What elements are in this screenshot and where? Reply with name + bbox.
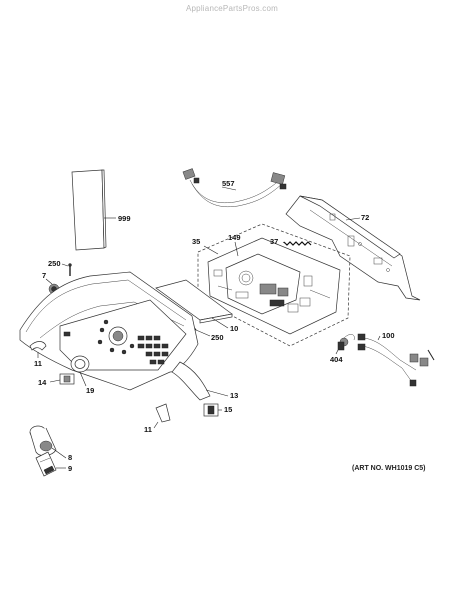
part-15-clip — [203, 403, 219, 417]
part-14-bracket — [59, 373, 75, 385]
part-999-manual — [71, 169, 116, 251]
callout-72: 72 — [361, 213, 369, 222]
art-number: (ART NO. WH1019 C5) — [352, 465, 426, 472]
callout-999: 999 — [118, 214, 131, 223]
part-11-clip-bottom — [155, 403, 171, 423]
part-19-knob — [70, 355, 90, 373]
callout-19: 19 — [86, 386, 94, 395]
callout-100: 100 — [382, 331, 395, 340]
part-557-harness — [182, 168, 287, 207]
callout-13: 13 — [230, 391, 238, 400]
callout-11b: 11 — [144, 425, 152, 434]
callout-250b: 250 — [211, 333, 224, 342]
part-72-backsplash-bracket — [285, 195, 421, 301]
part-404 — [337, 334, 355, 351]
part-8-knob — [29, 425, 57, 456]
part-10-cover-plate — [155, 279, 233, 324]
callout-149: 149 — [228, 233, 241, 242]
callout-250a: 250 — [48, 259, 61, 268]
callout-37: 37 — [270, 237, 278, 246]
callout-10: 10 — [230, 324, 238, 333]
callout-14: 14 — [38, 378, 47, 387]
callout-9: 9 — [68, 464, 72, 473]
control-board-assembly — [197, 223, 351, 347]
callout-11a: 11 — [34, 359, 42, 368]
callout-15: 15 — [224, 405, 232, 414]
callout-404: 404 — [330, 355, 343, 364]
callout-7: 7 — [42, 271, 46, 280]
part-100-harness — [357, 333, 435, 387]
callout-557: 557 — [222, 179, 235, 188]
callout-8: 8 — [68, 453, 72, 462]
part-11-clip-left — [29, 341, 47, 351]
callout-35: 35 — [192, 237, 200, 246]
console-panel — [19, 271, 211, 401]
part-9-clip — [35, 451, 57, 477]
watermark: AppliancePartsPros.com — [186, 4, 278, 13]
